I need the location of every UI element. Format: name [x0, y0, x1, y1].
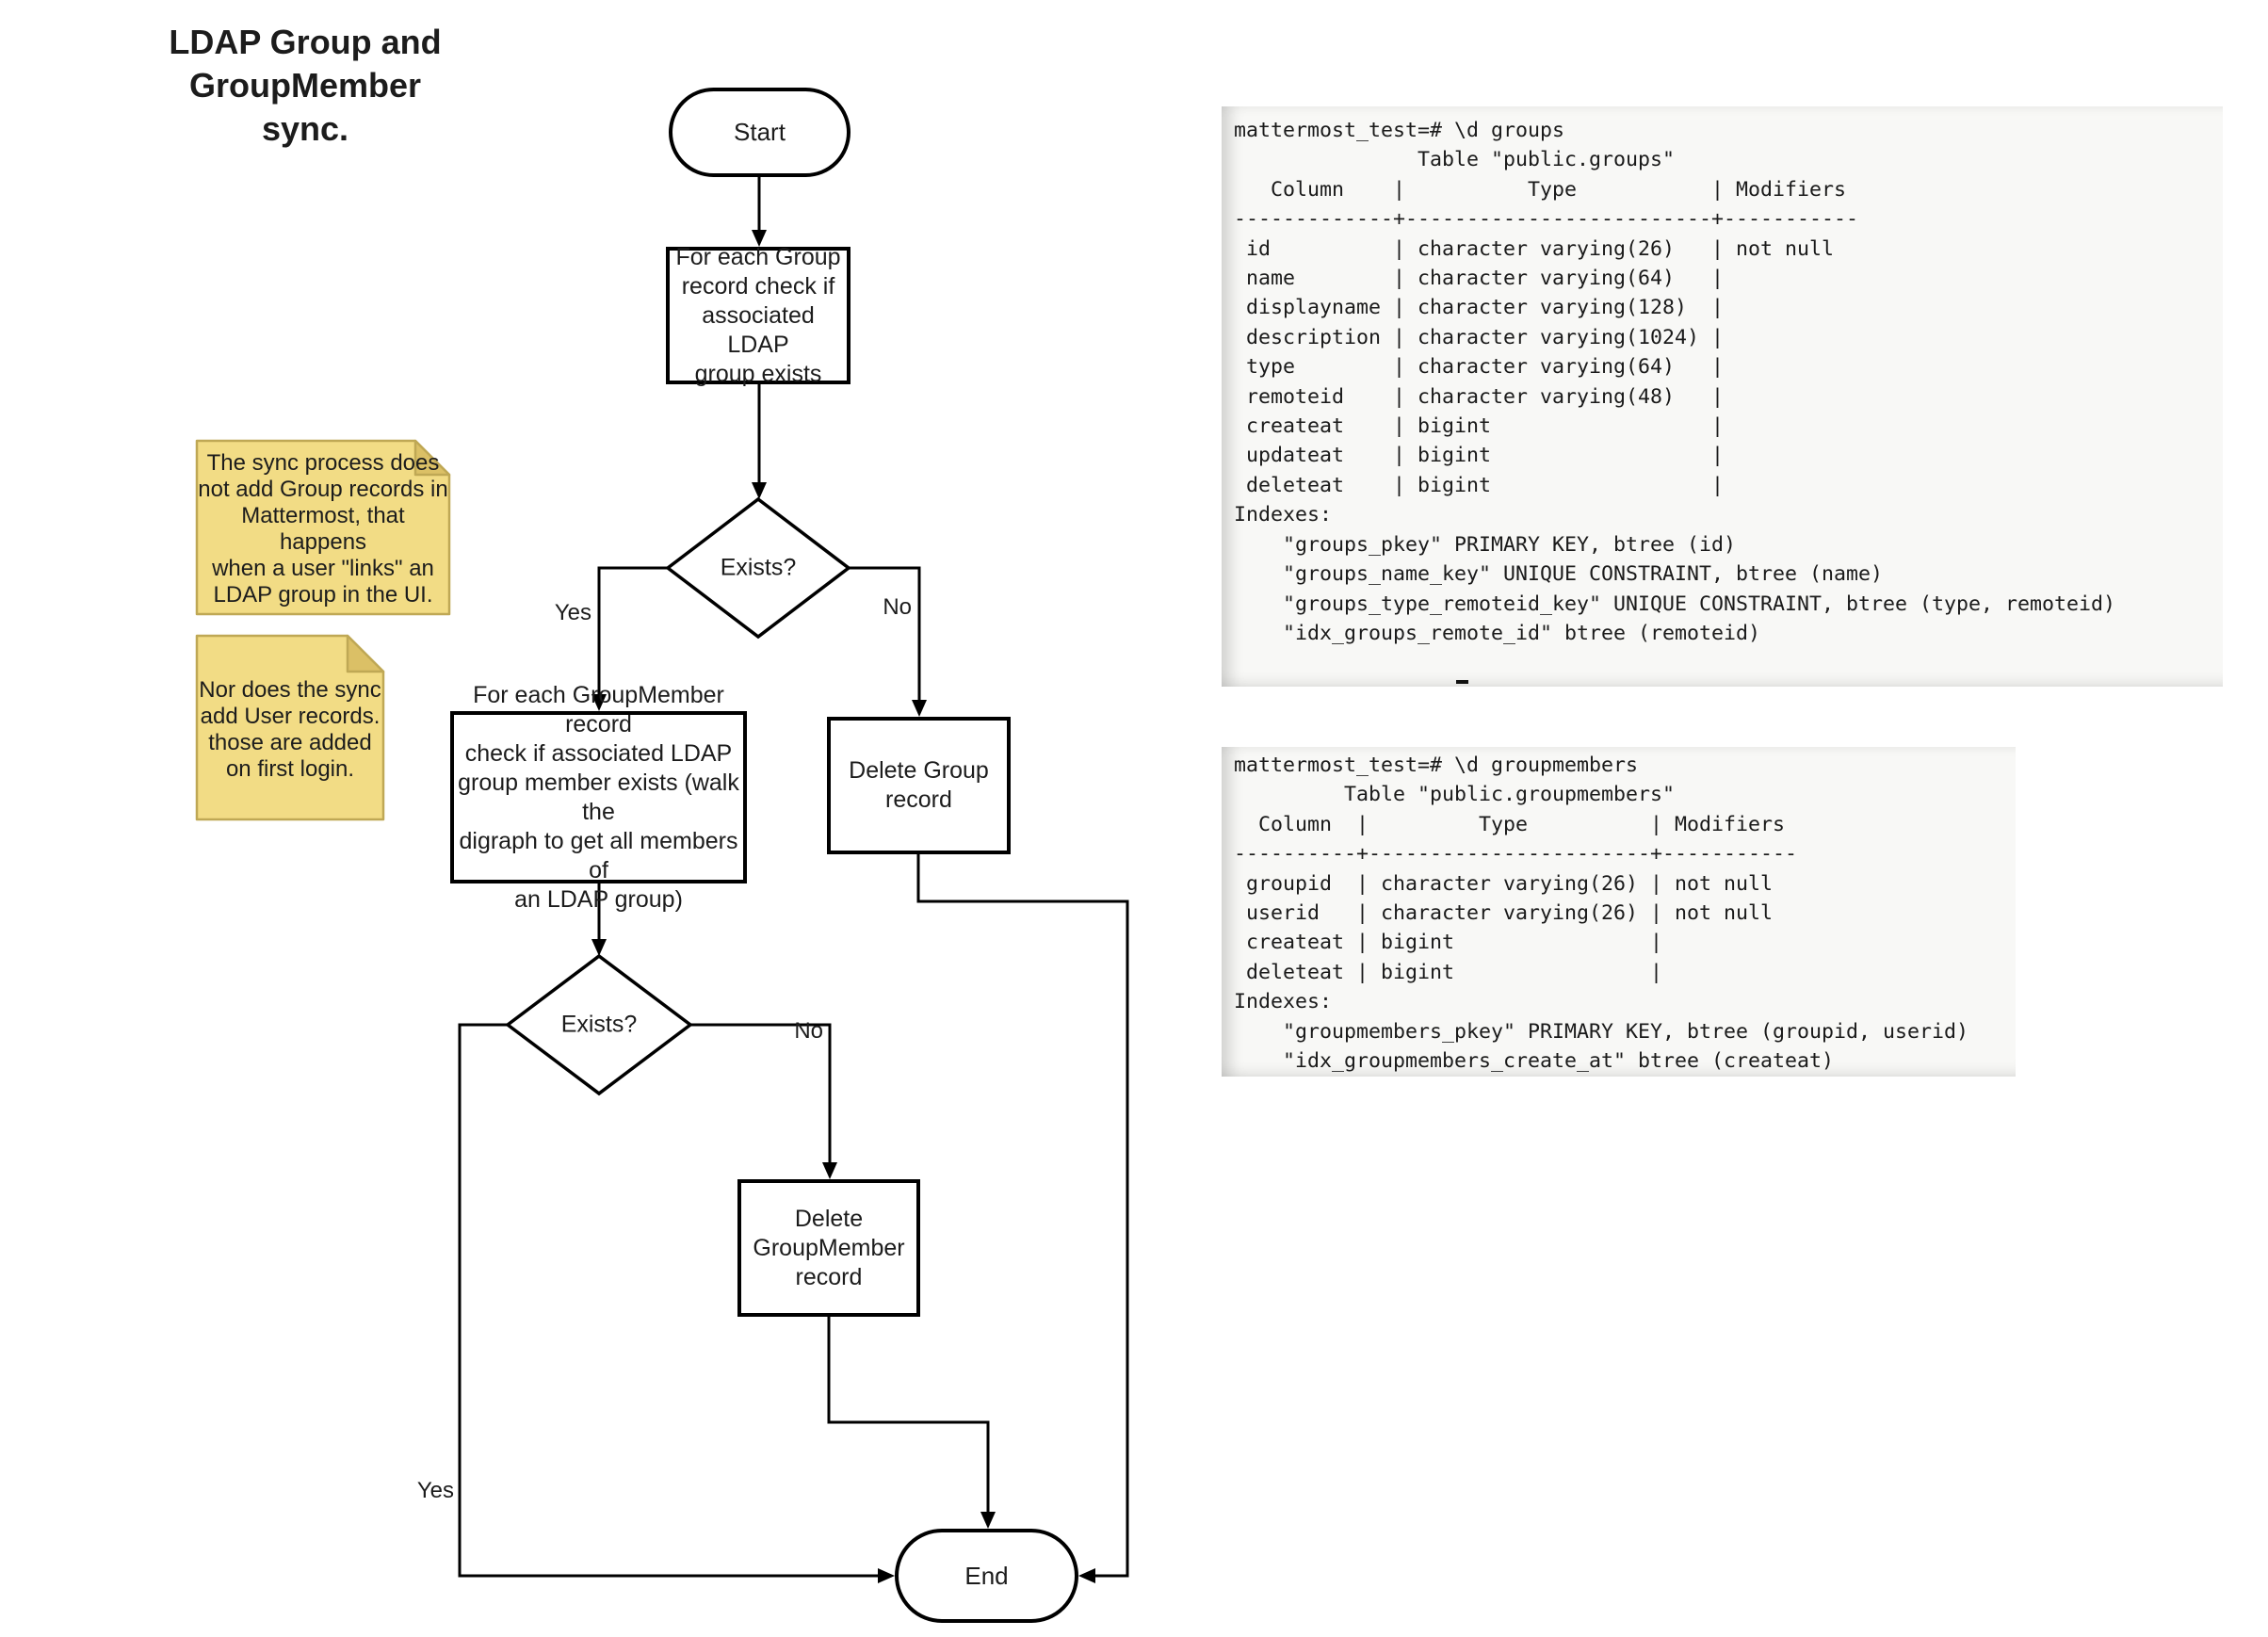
terminal-screenshot-groupmembers	[1222, 747, 2016, 1077]
flowchart-start-node: Start	[669, 88, 850, 177]
arrowhead-into-box1	[752, 230, 767, 247]
arrowhead-into-delete-group	[912, 700, 927, 717]
sticky-notes	[195, 439, 451, 821]
branch-label-no-2: No	[794, 1018, 823, 1044]
diagram-title: LDAP Group and GroupMember sync.	[169, 23, 442, 148]
arrowhead-into-end-right	[1078, 1568, 1095, 1583]
flowchart-process-group-check: For each Group record check if associate…	[666, 244, 850, 387]
arrowhead-into-end-top	[980, 1512, 996, 1529]
sticky-note-2-text: Nor does the sync add User records. thos…	[199, 676, 381, 782]
psql-output-groups: mattermost_test=# \d groups Table "publi…	[1234, 119, 2116, 645]
connector-deletegm-to-end	[827, 1317, 990, 1514]
decision-diamond-groupmember-exists	[505, 953, 693, 1096]
connector-decision2-no	[690, 1023, 832, 1164]
decision-diamonds	[505, 496, 851, 1096]
decision-label-groupmember-exists: Exists?	[560, 1011, 638, 1038]
terminal-screenshot-groups	[1222, 106, 2223, 687]
connector-decision1-no	[849, 566, 921, 702]
arrowhead-into-delete-groupmember	[822, 1162, 837, 1179]
decision-diamond-group-exists	[665, 496, 851, 640]
branch-label-yes-2: Yes	[416, 1478, 454, 1503]
sticky-note-2-body	[195, 634, 385, 821]
psql-output-groupmembers: mattermost_test=# \d groupmembers Table …	[1234, 754, 1969, 1074]
flowchart-process-delete-groupmember: Delete GroupMember record	[737, 1179, 920, 1317]
connector-decision1-yes	[597, 566, 668, 696]
sticky-note-1-fold-corner	[413, 439, 451, 477]
sticky-note-1-body	[195, 439, 451, 616]
branch-label-yes-1: Yes	[554, 600, 591, 625]
sticky-note-1-text: The sync process does not add Group reco…	[198, 450, 448, 608]
connector-lines	[458, 177, 1129, 1578]
arrowhead-into-decision1	[752, 482, 767, 499]
arrowhead-into-decision2	[591, 939, 607, 956]
text-cursor-dash	[1456, 680, 1468, 684]
connector-decision2-yes-to-end	[458, 1023, 878, 1578]
flowchart-end-node: End	[895, 1529, 1078, 1623]
decision-label-group-exists: Exists?	[720, 554, 797, 581]
connector-deletegroup-to-end	[916, 854, 1129, 1578]
arrowhead-into-end-left	[878, 1568, 895, 1583]
sticky-note-2-fold-corner	[346, 634, 385, 673]
flowchart-process-groupmember-check: For each GroupMember record check if ass…	[450, 682, 747, 913]
flowchart-process-delete-group: Delete Group record	[827, 717, 1011, 854]
arrowheads	[591, 230, 1095, 1583]
arrowhead-into-box2	[591, 694, 607, 711]
branch-label-no-1: No	[883, 594, 912, 620]
